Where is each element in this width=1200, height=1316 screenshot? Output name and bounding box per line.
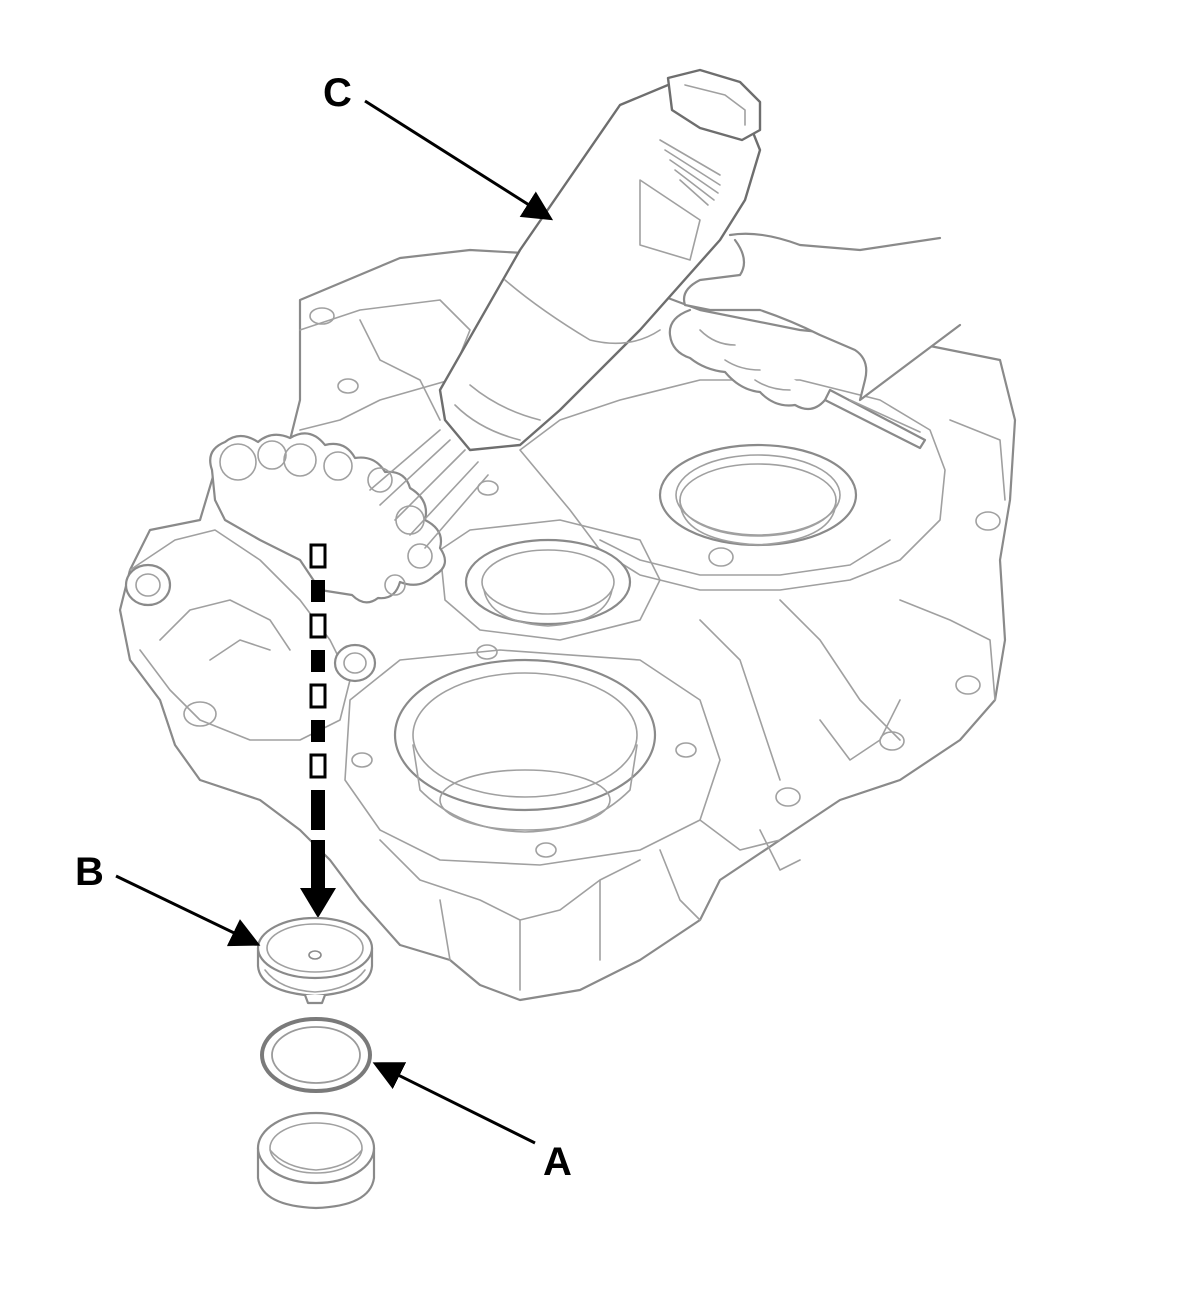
seal-ring-a [260,1017,372,1093]
direction-arrow [300,543,336,918]
callout-b: B [75,850,104,894]
sleeve [256,1111,376,1210]
leader-a [372,1062,536,1145]
callout-c: C [323,71,352,115]
hand [668,232,962,450]
air-gun [438,68,762,452]
callout-a: A [543,1140,572,1184]
leader-b [115,874,261,947]
piston-b [256,916,374,1005]
leader-lines [115,99,554,1145]
leader-c [364,99,554,221]
transmission-housing [118,248,1017,1002]
spray-stream [369,429,489,549]
